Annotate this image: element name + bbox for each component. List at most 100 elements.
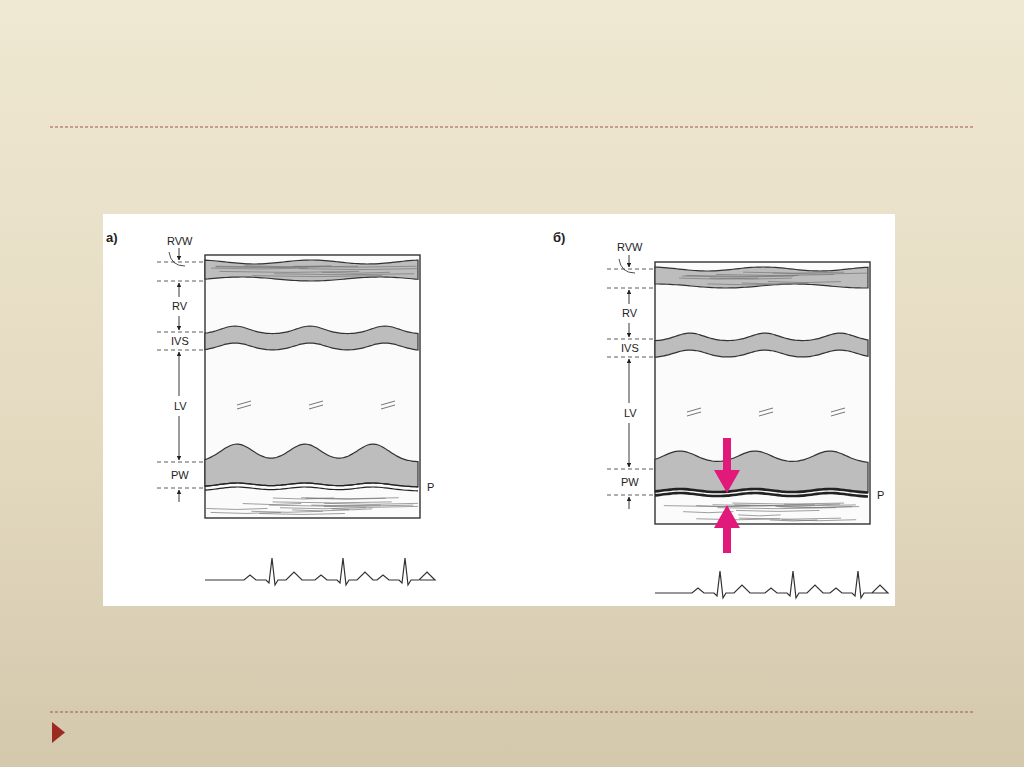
structure-label: PW bbox=[170, 468, 190, 482]
pericardium-line bbox=[655, 493, 868, 497]
structure-label: PW bbox=[620, 475, 640, 489]
rv-wall-band bbox=[205, 260, 418, 281]
boundary-dash bbox=[607, 357, 655, 358]
tissue-texture bbox=[259, 513, 345, 514]
panel-letter: a) bbox=[106, 231, 118, 245]
tissue-texture bbox=[736, 510, 820, 511]
tissue-texture bbox=[732, 503, 844, 504]
tissue-texture bbox=[734, 505, 856, 506]
tissue-texture bbox=[243, 504, 301, 505]
tissue-texture bbox=[743, 272, 844, 273]
blood-echo bbox=[759, 408, 773, 412]
tissue-texture bbox=[299, 269, 418, 270]
m-mode-panel bbox=[607, 255, 888, 598]
pericardium-line bbox=[205, 483, 418, 487]
tissue-texture bbox=[292, 510, 349, 511]
tissue-texture bbox=[682, 276, 795, 277]
boundary-dash bbox=[607, 269, 655, 270]
blood-echo bbox=[831, 408, 845, 412]
boundary-dash bbox=[607, 495, 655, 496]
tissue-texture bbox=[768, 282, 841, 283]
posterior-wall-band bbox=[655, 451, 868, 492]
dimension-arrow bbox=[179, 283, 180, 297]
blood-echo bbox=[687, 412, 701, 416]
tissue-texture bbox=[252, 276, 382, 277]
bottom-rule bbox=[50, 712, 975, 713]
pericardium-line bbox=[205, 487, 418, 491]
boundary-dash bbox=[157, 488, 205, 489]
structure-label: RVW bbox=[166, 234, 193, 248]
boundary-dash bbox=[157, 281, 205, 282]
tissue-texture bbox=[273, 502, 392, 503]
dimension-arrow bbox=[179, 416, 180, 460]
tissue-texture bbox=[211, 268, 308, 269]
tissue-texture bbox=[301, 498, 399, 499]
blood-echo bbox=[759, 412, 773, 416]
dimension-arrow bbox=[629, 323, 630, 337]
blood-echo bbox=[309, 405, 323, 409]
highlight-arrow bbox=[714, 505, 740, 553]
top-rule bbox=[50, 127, 975, 128]
panel-letter: б) bbox=[553, 231, 565, 245]
structure-label: P bbox=[427, 480, 434, 494]
dimension-arrow bbox=[179, 316, 180, 330]
figure-panel bbox=[103, 214, 895, 606]
m-mode-panel bbox=[157, 248, 435, 585]
tissue-texture bbox=[782, 520, 857, 521]
tissue-texture bbox=[779, 507, 859, 508]
boundary-dash bbox=[607, 339, 655, 340]
dimension-arrow bbox=[629, 423, 630, 467]
structure-label: LV bbox=[173, 399, 188, 413]
dimension-arrow bbox=[629, 290, 630, 304]
scan-frame bbox=[655, 262, 870, 524]
dimension-arrow bbox=[629, 359, 630, 403]
tissue-texture bbox=[216, 266, 358, 267]
ecg-trace bbox=[205, 558, 435, 585]
dimension-arrow bbox=[179, 248, 180, 260]
boundary-dash bbox=[157, 350, 205, 351]
blood-echo bbox=[237, 405, 251, 409]
rv-wall-band bbox=[655, 267, 868, 288]
dimension-arrow bbox=[179, 490, 180, 502]
blood-echo bbox=[381, 401, 395, 405]
ecg-trace bbox=[655, 571, 888, 598]
boundary-dash bbox=[607, 288, 655, 289]
slide-bullet bbox=[52, 722, 65, 743]
blood-echo bbox=[309, 401, 323, 405]
tissue-texture bbox=[738, 515, 780, 516]
structure-label: RV bbox=[621, 306, 638, 320]
leader-line bbox=[619, 259, 635, 273]
tissue-texture bbox=[324, 503, 418, 504]
tissue-texture bbox=[206, 508, 267, 509]
septum-band bbox=[655, 333, 868, 357]
tissue-texture bbox=[717, 508, 835, 509]
posterior-wall-band bbox=[205, 444, 418, 487]
structure-label: RV bbox=[171, 299, 188, 313]
structure-label: IVS bbox=[620, 341, 640, 355]
tissue-texture bbox=[274, 274, 414, 275]
blood-echo bbox=[687, 408, 701, 412]
tissue-texture bbox=[211, 512, 281, 513]
tissue-texture bbox=[742, 283, 808, 284]
blood-echo bbox=[831, 412, 845, 416]
structure-label: LV bbox=[623, 406, 638, 420]
tissue-texture bbox=[696, 506, 751, 507]
tissue-texture bbox=[306, 498, 386, 499]
boundary-dash bbox=[157, 462, 205, 463]
tissue-texture bbox=[716, 274, 834, 275]
dimension-arrow bbox=[179, 352, 180, 396]
scan-frame bbox=[205, 255, 420, 518]
leader-line bbox=[169, 252, 185, 266]
tissue-texture bbox=[251, 511, 322, 512]
tissue-texture bbox=[219, 271, 359, 272]
blood-echo bbox=[237, 401, 251, 405]
structure-label: RVW bbox=[616, 240, 643, 254]
highlight-arrow bbox=[714, 438, 740, 493]
boundary-dash bbox=[157, 262, 205, 263]
tissue-texture bbox=[280, 508, 366, 509]
tissue-texture bbox=[332, 509, 373, 510]
septum-band bbox=[205, 326, 418, 350]
boundary-dash bbox=[157, 332, 205, 333]
